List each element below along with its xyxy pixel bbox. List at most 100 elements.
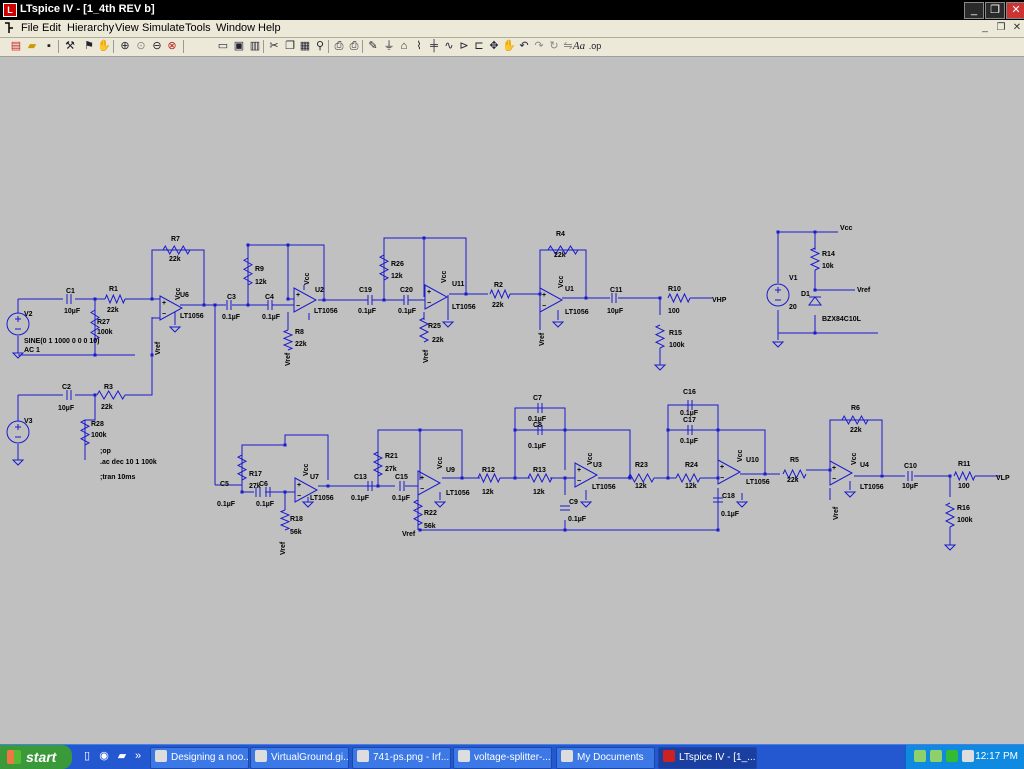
new-schematic-icon[interactable]: ▤ <box>10 40 22 52</box>
junction <box>716 428 720 432</box>
tray-network-icon[interactable] <box>914 750 926 762</box>
spice-directive-op: ;op <box>100 448 111 455</box>
zoom-out-icon[interactable]: ⊖ <box>152 40 162 52</box>
schematic-drawing[interactable]: +−+−+−+−+−+−+−+−+−C110µFR122kR722kU6LT10… <box>0 57 1024 744</box>
taskbar-task[interactable]: My Documents <box>556 747 655 769</box>
text-icon[interactable]: Aa <box>572 40 586 52</box>
maximize-button[interactable]: ❐ <box>985 2 1005 19</box>
taskbar-task-active[interactable]: LTspice IV - [1_... <box>658 747 757 769</box>
menu-help[interactable]: Help <box>258 22 281 34</box>
draw-wire-icon[interactable]: ✎ <box>368 40 378 52</box>
toolbar: ▤ ▰ ▪ ⚒ ⚑ ✋ ⊕ ⊙ ⊖ ⊗ ▭ ▣ ▥ ✂ ❐ ▦ ⚲ ⎙ ⎙ ✎ … <box>0 38 1024 57</box>
menu-simulate[interactable]: Simulate <box>142 22 185 34</box>
cascade-icon[interactable]: ▣ <box>233 40 245 52</box>
label-net-icon[interactable]: ⌂ <box>400 40 408 52</box>
label-c6-value: 0.1µF <box>256 501 275 508</box>
taskbar-task[interactable]: 741-ps.png - Irf... <box>352 747 451 769</box>
find-icon[interactable]: ⚲ <box>315 40 325 52</box>
diode-icon[interactable]: ⊳ <box>459 40 469 52</box>
schematic-doc-icon[interactable] <box>2 21 16 35</box>
opamp-symbol <box>424 284 449 310</box>
label-r17-value: 27k <box>249 483 261 490</box>
junction <box>418 428 422 432</box>
taskbar-task[interactable]: VirtualGround.gi... <box>250 747 349 769</box>
menu-edit[interactable]: Edit <box>42 22 61 34</box>
opamp-plus: + <box>720 464 724 471</box>
mdi-restore-button[interactable]: ❐ <box>996 22 1006 33</box>
zoom-in-icon[interactable]: ⊕ <box>120 40 130 52</box>
control-panel-icon[interactable]: ⚒ <box>65 40 75 52</box>
zoom-fit-icon[interactable]: ⊗ <box>167 40 177 52</box>
tray-volume-icon[interactable] <box>962 750 974 762</box>
wire <box>377 429 421 486</box>
capacitor-icon[interactable]: ╪ <box>430 40 438 52</box>
show-desktop-icon[interactable]: ▯ <box>83 750 91 762</box>
menu-hierarchy[interactable]: Hierarchy <box>67 22 115 34</box>
label-r6-name: R6 <box>851 405 860 412</box>
capacitor-symbol <box>537 425 543 435</box>
print-icon[interactable]: ⎙ <box>349 40 359 52</box>
junction <box>628 476 632 480</box>
taskbar-task[interactable]: voltage-splitter-... <box>453 747 552 769</box>
menu-window[interactable]: Window <box>216 22 256 34</box>
halt-icon[interactable]: ✋ <box>97 40 111 52</box>
menu-view[interactable]: View <box>115 22 139 34</box>
mdi-minimize-button[interactable]: _ <box>982 22 988 33</box>
spice-directive-icon[interactable]: .op <box>588 41 602 51</box>
label-v2-name: V2 <box>24 311 33 318</box>
zoom-pan-icon[interactable]: ⊙ <box>136 40 146 52</box>
resistor-icon[interactable]: ⌇ <box>416 40 422 52</box>
minimize-button[interactable]: _ <box>964 2 984 19</box>
copy-icon[interactable]: ❐ <box>285 40 295 52</box>
junction <box>93 393 97 397</box>
label-u4-value: LT1056 <box>860 484 884 491</box>
task-label: My Documents <box>577 752 644 763</box>
chrome-icon[interactable]: ◉ <box>99 750 109 762</box>
folder-icon[interactable]: ▰ <box>117 750 127 762</box>
ltspice-app-icon[interactable]: L <box>3 3 17 17</box>
resistor-symbol <box>944 502 956 528</box>
net-label-vref: Vref <box>285 352 292 366</box>
label-c13-value: 0.1µF <box>351 495 370 502</box>
label-r7-value: 22k <box>169 256 181 263</box>
save-icon[interactable]: ▪ <box>47 40 51 52</box>
open-icon[interactable]: ▰ <box>27 40 37 52</box>
tile-vertical-icon[interactable]: ▥ <box>249 40 261 52</box>
task-label: voltage-splitter-... <box>474 752 551 763</box>
tile-horizontal-icon[interactable]: ▭ <box>217 40 229 52</box>
tray-nvidia-icon[interactable] <box>946 750 958 762</box>
move-icon[interactable]: ✥ <box>489 40 499 52</box>
drag-icon[interactable]: ✋ <box>502 40 516 52</box>
net-label-vref: Vref <box>280 541 287 555</box>
net-label-vcc: Vcc <box>437 456 444 469</box>
redo-icon[interactable]: ↷ <box>534 40 544 52</box>
mirror-icon[interactable]: ⇋ <box>563 40 573 52</box>
undo-icon[interactable]: ↶ <box>519 40 529 52</box>
menu-file[interactable]: File <box>21 22 39 34</box>
tray-security-icon[interactable] <box>930 750 942 762</box>
junction <box>93 353 97 357</box>
capacitor-symbol <box>687 425 693 435</box>
print-setup-icon[interactable]: ⎙ <box>334 40 344 52</box>
label-u3-value: LT1056 <box>592 484 616 491</box>
run-icon[interactable]: ⚑ <box>84 40 94 52</box>
resistor-symbol <box>162 244 191 256</box>
label-r18-name: R18 <box>290 516 303 523</box>
rotate-icon[interactable]: ↻ <box>549 40 559 52</box>
label-r5-value: 22k <box>787 477 799 484</box>
ground-icon[interactable]: ⏚ <box>383 40 395 52</box>
taskbar-task[interactable]: Designing a noo... <box>150 747 249 769</box>
capacitor-symbol <box>403 295 409 305</box>
quicklaunch-overflow[interactable]: » <box>134 750 142 762</box>
inductor-icon[interactable]: ∿ <box>444 40 454 52</box>
menu-tools[interactable]: Tools <box>185 22 211 34</box>
close-button[interactable]: ✕ <box>1006 2 1024 19</box>
component-icon[interactable]: ⊏ <box>474 40 484 52</box>
mdi-close-button[interactable]: ✕ <box>1012 22 1022 33</box>
label-d1-name: D1 <box>801 291 810 298</box>
paste-icon[interactable]: ▦ <box>299 40 311 52</box>
label-r10-value: 100 <box>668 308 680 315</box>
start-button[interactable]: start <box>0 745 72 769</box>
cut-icon[interactable]: ✂ <box>269 40 279 52</box>
